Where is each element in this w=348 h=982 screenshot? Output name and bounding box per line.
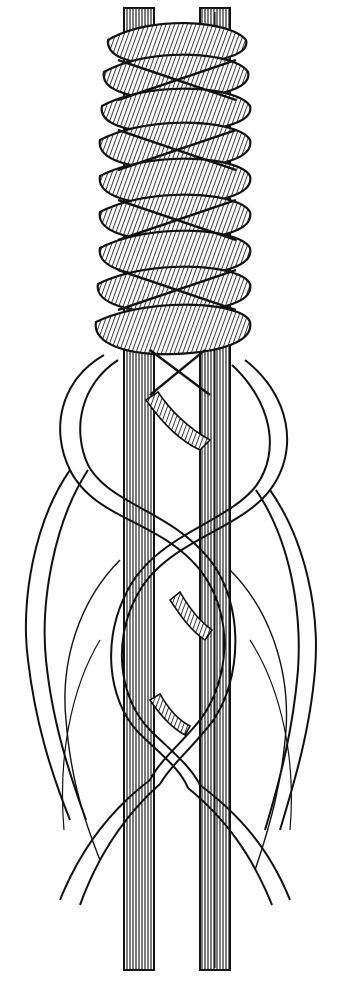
loose-braid-strands [26,355,316,905]
woven-wrapping [96,23,251,354]
